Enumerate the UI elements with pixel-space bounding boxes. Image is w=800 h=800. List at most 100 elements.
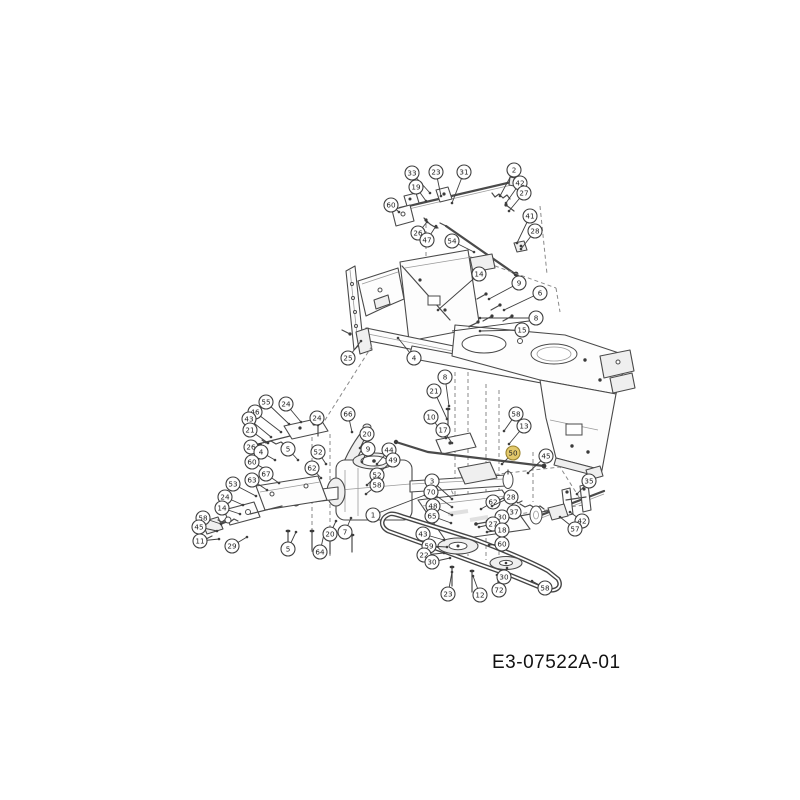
callout-45[interactable]: 45	[191, 519, 219, 535]
callout-17[interactable]: 17	[435, 422, 454, 445]
leader-dot	[428, 191, 432, 195]
callout-number: 58	[540, 583, 550, 592]
callout-24[interactable]: 24	[309, 410, 325, 427]
callout-70[interactable]: 70	[423, 484, 454, 509]
callout-13[interactable]: 13	[507, 418, 532, 446]
callout-5[interactable]: 5	[280, 530, 298, 557]
callout-29[interactable]: 29	[224, 535, 249, 554]
callout-8[interactable]: 8	[437, 369, 453, 408]
callout-60[interactable]: 60	[487, 536, 510, 552]
callout-number: 14	[217, 503, 227, 512]
callout-60[interactable]: 60	[244, 454, 269, 472]
callout-15[interactable]: 15	[478, 322, 530, 338]
callout-30[interactable]: 30	[424, 554, 452, 570]
callout-6[interactable]: 6	[502, 285, 548, 312]
callout-31[interactable]: 31	[450, 164, 472, 205]
callout-circle	[214, 500, 230, 516]
callout-circle	[516, 418, 532, 434]
callout-60[interactable]: 60	[383, 197, 401, 214]
callout-35[interactable]: 35	[575, 473, 597, 496]
callout-20[interactable]: 20	[358, 426, 375, 450]
callout-number: 18	[497, 525, 507, 534]
callout-number: 26	[413, 228, 423, 237]
callout-11[interactable]: 11	[192, 533, 221, 549]
callout-number: 8	[534, 313, 539, 322]
callout-58[interactable]: 58	[530, 579, 553, 596]
callout-52[interactable]: 52	[310, 444, 328, 466]
callout-circle	[258, 394, 274, 410]
callout-67[interactable]: 67	[258, 466, 281, 485]
callout-7[interactable]: 7	[337, 516, 353, 540]
callout-circle	[258, 466, 274, 482]
callout-28[interactable]: 28	[490, 489, 519, 508]
callout-circle	[456, 164, 472, 180]
callout-58[interactable]: 58	[502, 406, 524, 433]
callout-4[interactable]: 4	[253, 444, 277, 462]
callout-65[interactable]: 65	[424, 508, 453, 525]
callout-8[interactable]: 8	[478, 310, 544, 326]
callout-43[interactable]: 43	[241, 411, 273, 439]
callout-63[interactable]: 63	[244, 472, 269, 492]
callout-41[interactable]: 41	[515, 208, 538, 245]
callout-53[interactable]: 53	[225, 476, 258, 498]
callout-66[interactable]: 66	[340, 406, 356, 434]
callout-28[interactable]: 28	[519, 223, 543, 251]
callout-14[interactable]: 14	[436, 266, 487, 312]
callout-25[interactable]: 25	[340, 339, 363, 366]
callout-number: 33	[407, 168, 416, 177]
callout-12[interactable]: 12	[471, 574, 488, 603]
callout-5[interactable]: 5	[280, 441, 300, 462]
callout-18[interactable]: 18	[485, 522, 510, 538]
callout-circle	[496, 569, 512, 585]
callout-19[interactable]: 19	[408, 179, 428, 203]
callout-circle	[192, 533, 208, 549]
callout-circle	[538, 448, 554, 464]
callout-number: 2	[512, 165, 517, 174]
callout-58[interactable]: 58	[364, 477, 385, 496]
callout-62[interactable]: 62	[304, 460, 323, 480]
leader-dot	[219, 522, 223, 526]
callout-27[interactable]: 27	[507, 185, 532, 213]
callout-circle	[428, 164, 444, 180]
callout-circle	[537, 580, 553, 596]
callout-14[interactable]: 14	[214, 500, 242, 516]
callout-number: 7	[343, 527, 348, 536]
callout-circle	[280, 441, 296, 457]
callout-number: 63	[247, 475, 256, 484]
callout-number: 41	[525, 211, 534, 220]
callout-23[interactable]: 23	[428, 164, 444, 198]
callout-circle	[340, 350, 356, 366]
leader-dot	[450, 201, 454, 205]
callout-1[interactable]: 1	[365, 493, 427, 523]
callout-9[interactable]: 9	[487, 275, 527, 301]
callout-number: 25	[343, 353, 352, 362]
callout-43[interactable]: 43	[415, 526, 446, 542]
leader-dot	[487, 297, 491, 301]
callout-72[interactable]: 72	[491, 575, 507, 598]
leader-dot	[447, 404, 451, 408]
leader-dot	[448, 556, 452, 560]
callout-30[interactable]: 30	[496, 566, 512, 585]
callout-4[interactable]: 4	[396, 336, 422, 366]
callout-21[interactable]: 21	[426, 383, 449, 421]
callout-49[interactable]: 49	[378, 452, 401, 474]
leader-dot	[450, 441, 454, 445]
callout-leader	[437, 273, 480, 311]
callout-21[interactable]: 21	[242, 422, 270, 445]
callout-55[interactable]: 55	[258, 394, 291, 426]
callout-2[interactable]: 2	[498, 162, 522, 198]
callout-number: 59	[424, 541, 434, 550]
callout-circle	[511, 275, 527, 291]
callout-20[interactable]: 20	[322, 519, 338, 542]
callout-number: 21	[429, 386, 438, 395]
callout-9[interactable]: 9	[360, 441, 376, 464]
callout-24[interactable]: 24	[278, 396, 303, 424]
callout-57[interactable]: 57	[558, 515, 583, 537]
callout-54[interactable]: 54	[444, 233, 476, 254]
leader-dot	[299, 420, 303, 424]
callout-47[interactable]: 47	[419, 224, 438, 248]
callout-45[interactable]: 45	[526, 448, 554, 475]
callout-50[interactable]: 50	[500, 445, 521, 466]
callout-23[interactable]: 23	[440, 570, 456, 602]
